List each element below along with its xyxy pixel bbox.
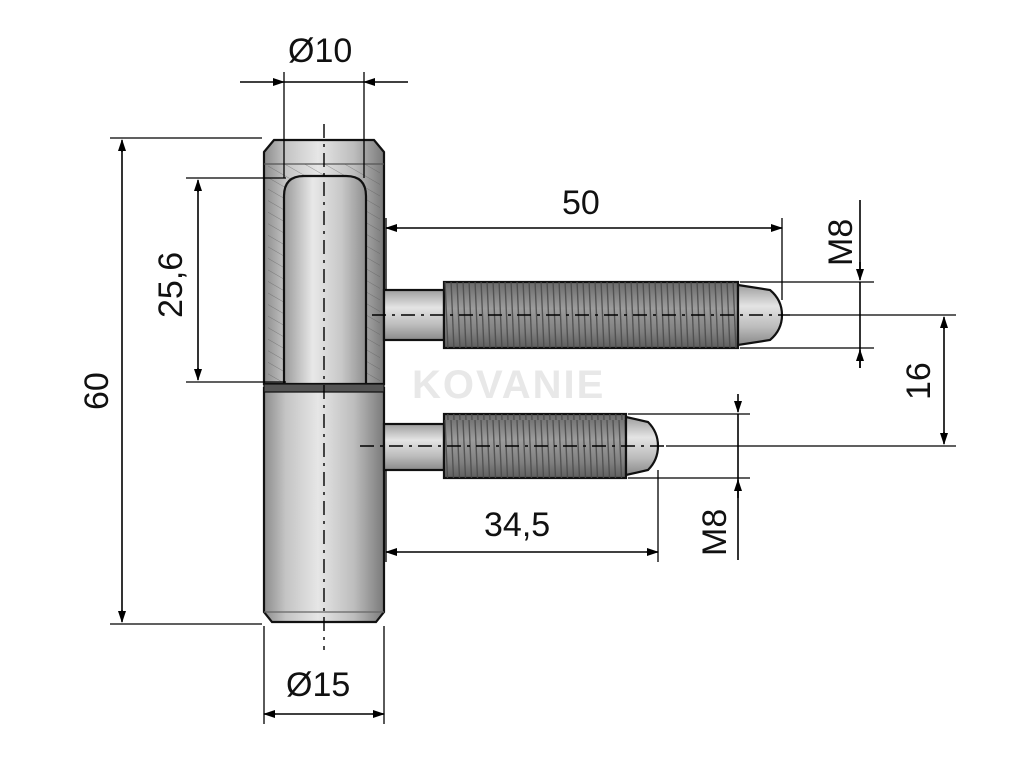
dimension-pin-spacing-label: 16	[900, 362, 938, 400]
upper-threaded-pin	[382, 280, 784, 350]
dimension-lower-thread-label: M8	[696, 509, 734, 556]
dimension-lower-pin-length-label: 34,5	[484, 506, 550, 544]
dimension-upper-pin-length	[385, 218, 783, 300]
dimension-bottom-diameter	[263, 626, 385, 724]
dimension-bore-depth-label: 25,6	[152, 252, 190, 318]
dimension-top-diameter-label: Ø10	[288, 32, 352, 70]
dimension-lower-thread	[628, 394, 750, 560]
dimension-upper-pin-length-label: 50	[562, 184, 600, 222]
center-lines	[323, 124, 790, 650]
dimension-upper-thread-label: M8	[822, 219, 860, 266]
dimension-lower-pin-length	[385, 470, 659, 562]
dimension-bore-depth	[186, 177, 286, 383]
dimension-upper-thread	[740, 200, 874, 368]
dimension-total-height	[110, 137, 262, 625]
dimension-total-height-label: 60	[78, 372, 116, 410]
watermark-text: KOVANIE	[412, 363, 605, 407]
dimension-bottom-diameter-label: Ø15	[286, 666, 350, 704]
dimension-pin-spacing	[666, 314, 956, 447]
dimension-top-diameter	[240, 72, 408, 178]
inner-pin	[282, 174, 368, 386]
